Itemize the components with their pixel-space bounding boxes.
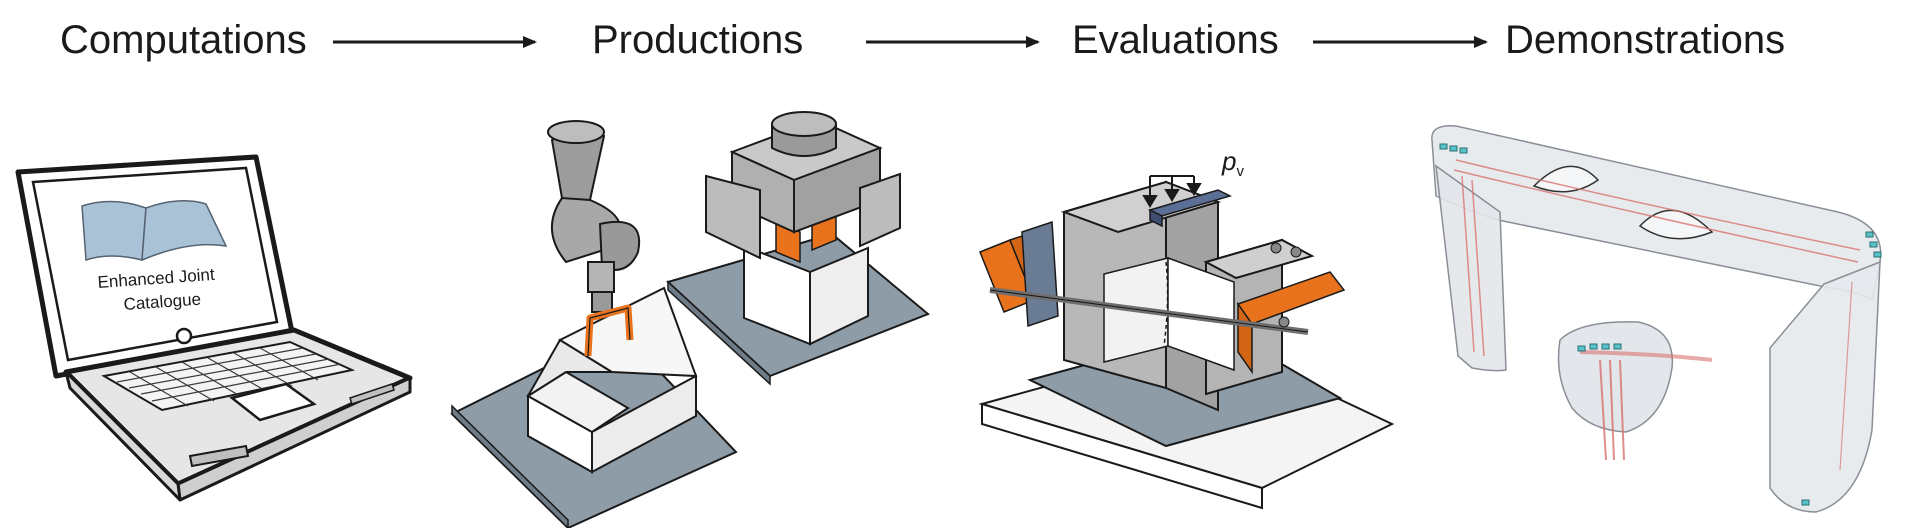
demonstrator-frame-illustration: [1431, 125, 1882, 513]
robot-arm-illustration: [450, 120, 738, 528]
laptop-illustration: Enhanced Joint Catalogue: [15, 154, 413, 502]
stage-title-productions: Productions: [592, 18, 804, 62]
load-arrows-icon: [1142, 175, 1202, 208]
test-rig-illustration: pv: [978, 146, 1395, 510]
touchpad: [229, 382, 317, 422]
stage-title-evaluations: Evaluations: [1072, 18, 1279, 62]
book-icon: [81, 200, 228, 262]
keyboard: [101, 340, 356, 412]
stage-title-demonstrations: Demonstrations: [1505, 18, 1786, 62]
press-illustration: [666, 111, 930, 386]
power-button-icon: [175, 327, 193, 345]
stage-title-computations: Computations: [60, 18, 307, 62]
load-label: pv: [1221, 146, 1244, 180]
